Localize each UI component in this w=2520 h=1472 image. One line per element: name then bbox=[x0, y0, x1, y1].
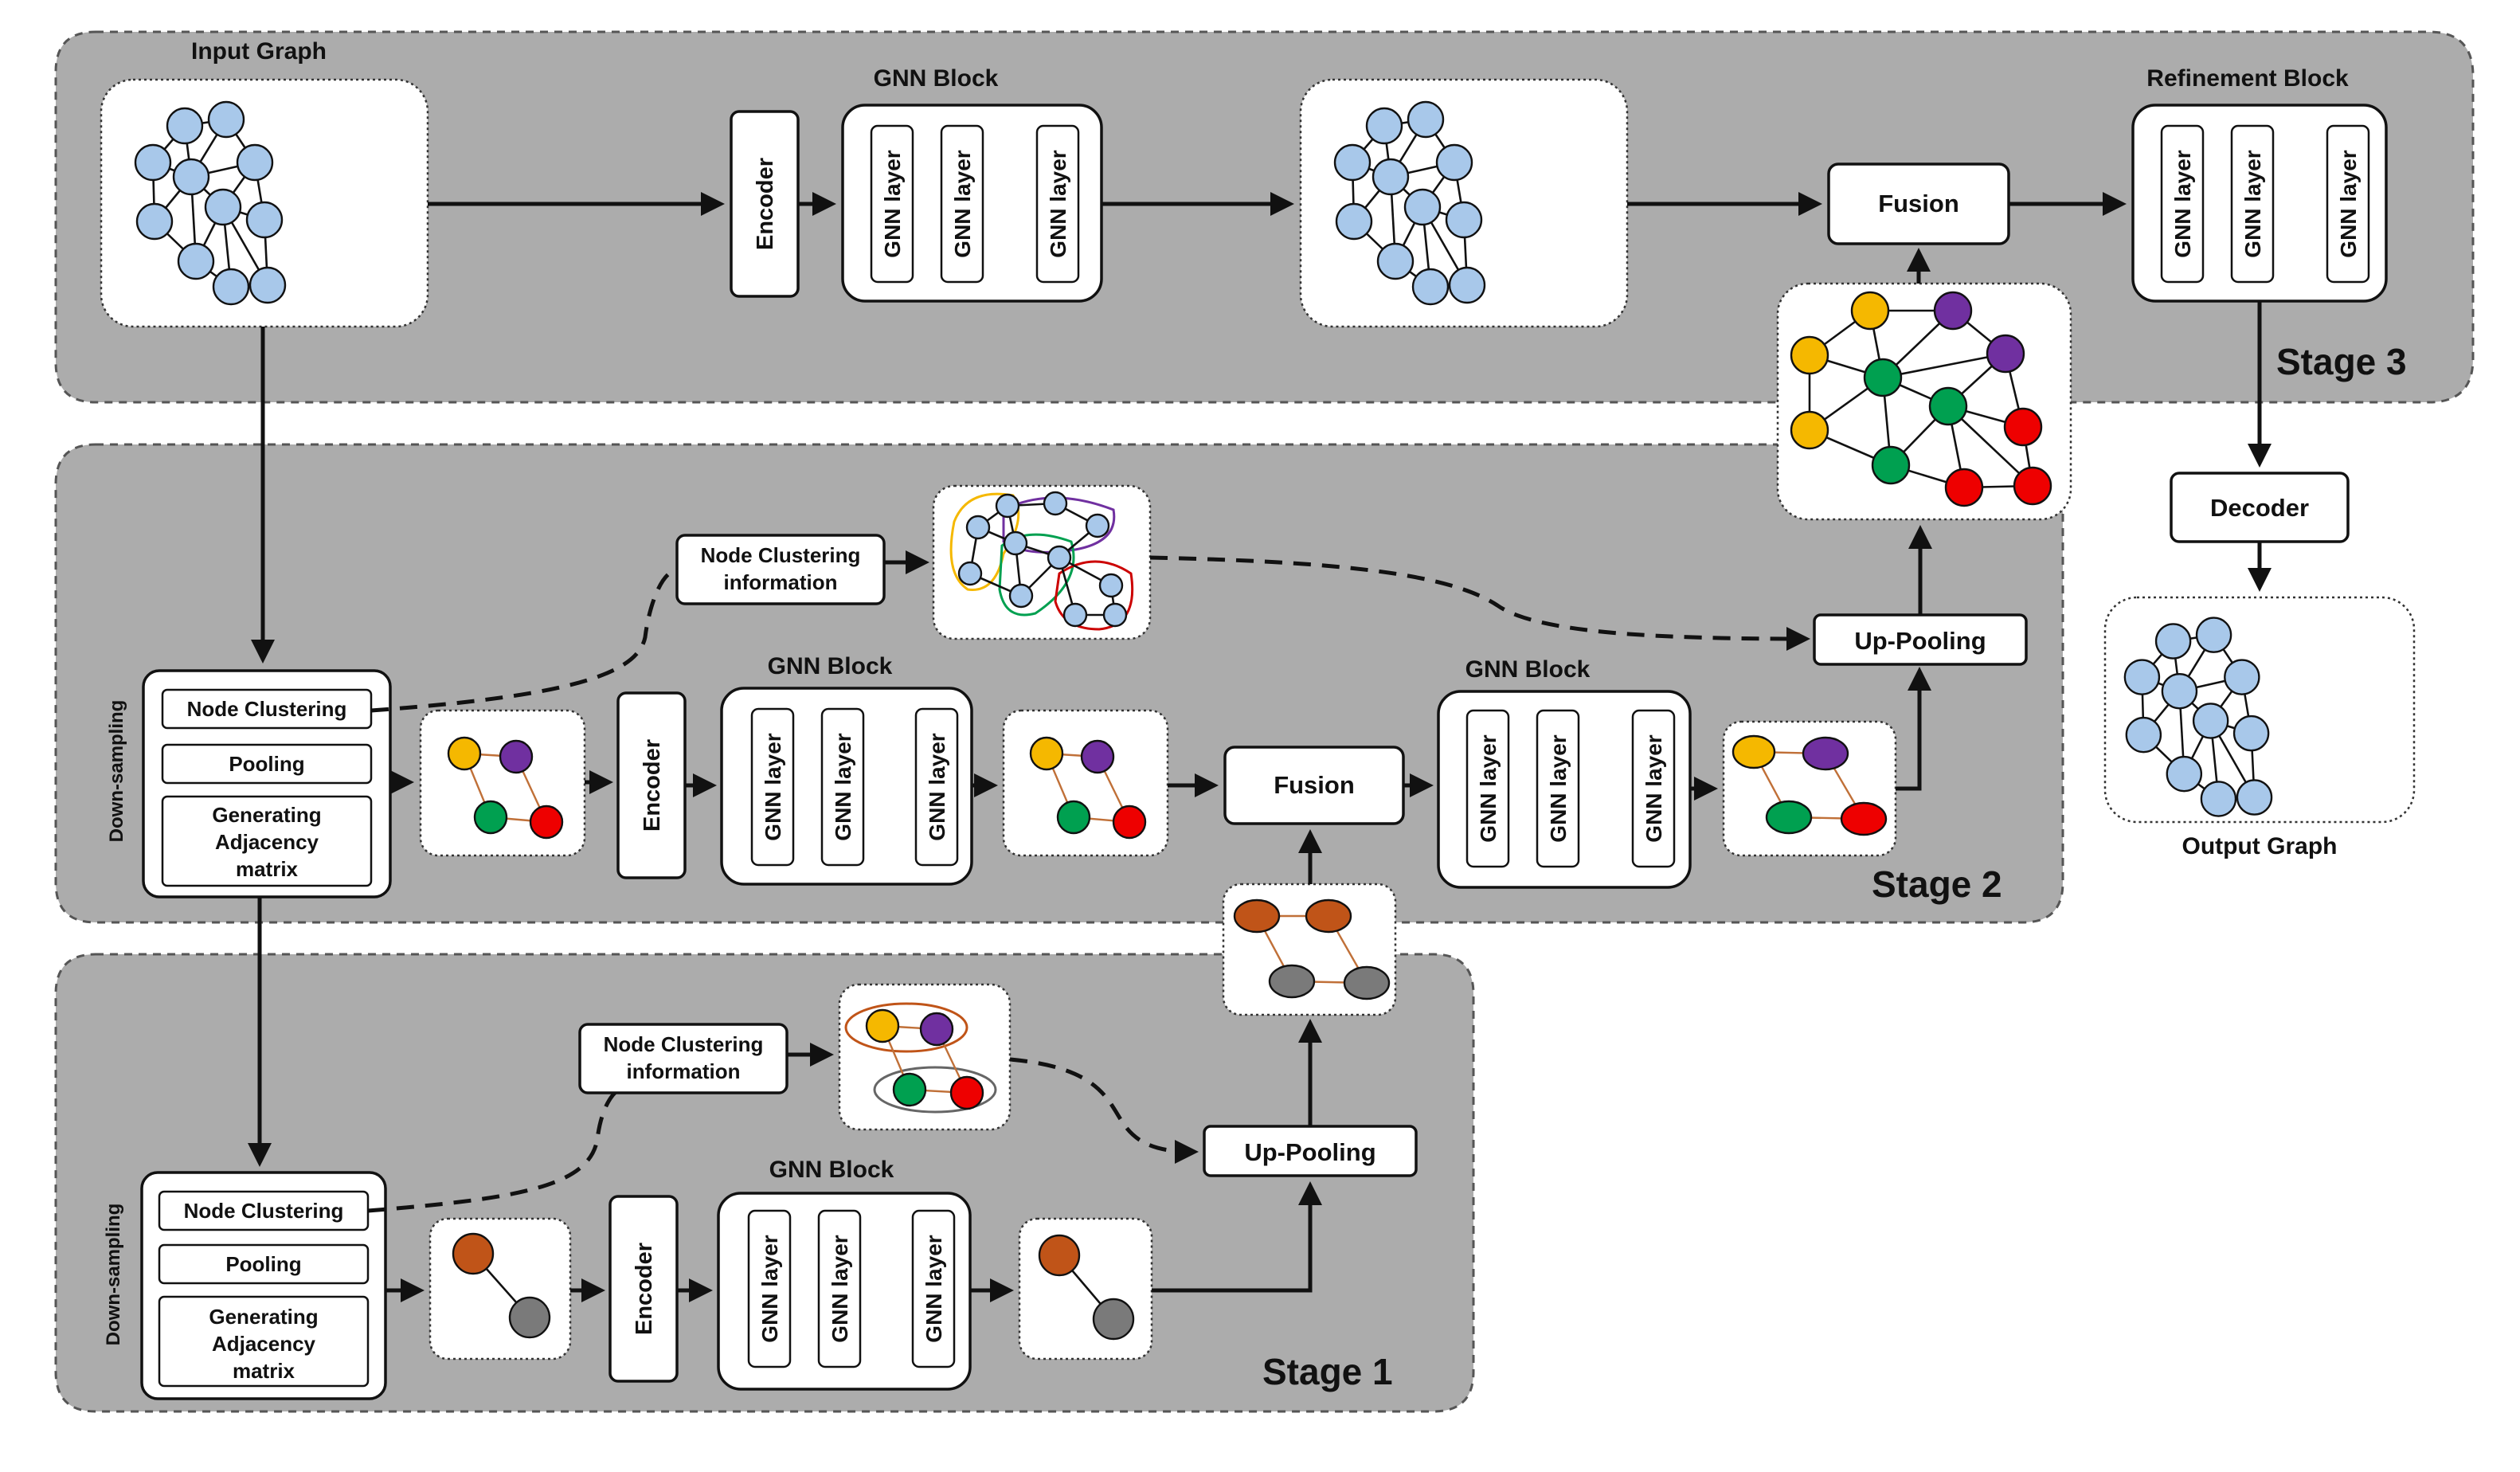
stage2-embedded-graph-card bbox=[1002, 709, 1169, 857]
stage3-gnn-block-title: GNN Block bbox=[874, 65, 999, 92]
svg-text:GNN layer: GNN layer bbox=[1476, 734, 1501, 842]
output-graph-title: Output Graph bbox=[2182, 833, 2338, 859]
svg-text:Encoder: Encoder bbox=[640, 739, 665, 832]
svg-text:Decoder: Decoder bbox=[2210, 494, 2309, 522]
coarse-graph-icon bbox=[1038, 1234, 1135, 1341]
input-graph-title: Input Graph bbox=[191, 38, 327, 65]
svg-text:GNN layer: GNN layer bbox=[922, 1235, 946, 1342]
svg-text:information: information bbox=[627, 1059, 741, 1083]
svg-text:Node Clustering: Node Clustering bbox=[701, 543, 861, 567]
svg-text:Up-Pooling: Up-Pooling bbox=[1244, 1138, 1375, 1166]
svg-text:GNN layer: GNN layer bbox=[757, 1235, 782, 1342]
svg-text:information: information bbox=[724, 570, 838, 594]
stage2-gnn-block-title: GNN Block bbox=[768, 653, 893, 679]
svg-text:Adjacency: Adjacency bbox=[215, 830, 319, 854]
cluster-info-graph-icon bbox=[949, 491, 1134, 631]
coarse-graph-icon bbox=[1732, 734, 1888, 836]
svg-text:Up-Pooling: Up-Pooling bbox=[1854, 627, 1986, 655]
stage1-generating-adjacency bbox=[158, 1295, 370, 1388]
stage2-pooled-graph-card bbox=[419, 709, 586, 857]
stage1-embedded-graph-card bbox=[1018, 1217, 1153, 1360]
svg-text:Node Clustering: Node Clustering bbox=[604, 1032, 764, 1056]
cluster-info-graph-icon bbox=[844, 1002, 997, 1114]
stage1-pooling bbox=[158, 1243, 370, 1285]
svg-text:GNN layer: GNN layer bbox=[761, 733, 785, 840]
svg-text:GNN layer: GNN layer bbox=[2336, 150, 2361, 257]
stage2-nc-info bbox=[675, 534, 886, 605]
stage1-gnn-block-title: GNN Block bbox=[769, 1157, 894, 1183]
svg-text:GNN layer: GNN layer bbox=[880, 150, 905, 257]
stage2-gnn-block-2-title: GNN Block bbox=[1465, 656, 1591, 683]
stage1-down-sampling-label: Down-sampling bbox=[103, 1204, 124, 1346]
stage1-cluster-info-card bbox=[838, 983, 1012, 1131]
svg-text:GNN layer: GNN layer bbox=[1546, 734, 1571, 842]
coarse-graph-icon bbox=[1233, 898, 1391, 1000]
svg-text:GNN layer: GNN layer bbox=[831, 733, 855, 840]
refinement-block-title: Refinement Block bbox=[2146, 65, 2349, 92]
stage1-nc-info bbox=[578, 1023, 788, 1094]
stage1-pooled-graph-card bbox=[428, 1217, 572, 1360]
svg-text:Fusion: Fusion bbox=[1274, 771, 1355, 799]
coarse-graph-icon bbox=[452, 1232, 551, 1339]
svg-text:Pooling: Pooling bbox=[229, 752, 304, 776]
stage2-pooling bbox=[161, 743, 373, 785]
stage3-label: Stage 3 bbox=[2276, 341, 2407, 382]
svg-text:Node Clustering: Node Clustering bbox=[187, 697, 347, 721]
stage2-down-sampling-label: Down-sampling bbox=[106, 700, 127, 843]
stage2-generating-adjacency bbox=[161, 795, 373, 887]
svg-text:GNN layer: GNN layer bbox=[925, 733, 949, 840]
svg-text:Fusion: Fusion bbox=[1878, 190, 1959, 217]
svg-text:GNN layer: GNN layer bbox=[2240, 150, 2265, 257]
svg-text:Generating: Generating bbox=[212, 803, 321, 827]
clustered-graph-icon bbox=[1790, 291, 2052, 507]
svg-text:GNN layer: GNN layer bbox=[828, 1235, 852, 1342]
svg-text:Encoder: Encoder bbox=[632, 1243, 657, 1335]
svg-text:matrix: matrix bbox=[233, 1359, 295, 1383]
svg-text:Adjacency: Adjacency bbox=[212, 1332, 316, 1356]
svg-text:Pooling: Pooling bbox=[225, 1252, 301, 1276]
svg-text:GNN layer: GNN layer bbox=[2170, 150, 2195, 257]
coarse-graph-icon bbox=[447, 736, 564, 840]
stage1-label: Stage 1 bbox=[1262, 1351, 1393, 1392]
svg-text:GNN layer: GNN layer bbox=[950, 150, 975, 257]
coarse-graph-icon bbox=[1029, 736, 1147, 840]
svg-text:GNN layer: GNN layer bbox=[1642, 734, 1666, 842]
svg-text:Generating: Generating bbox=[209, 1305, 318, 1329]
svg-text:matrix: matrix bbox=[236, 857, 299, 881]
stage2-label: Stage 2 bbox=[1872, 863, 2002, 905]
svg-text:GNN layer: GNN layer bbox=[1046, 150, 1070, 257]
svg-text:Node Clustering: Node Clustering bbox=[184, 1199, 344, 1223]
svg-text:Encoder: Encoder bbox=[753, 158, 778, 250]
